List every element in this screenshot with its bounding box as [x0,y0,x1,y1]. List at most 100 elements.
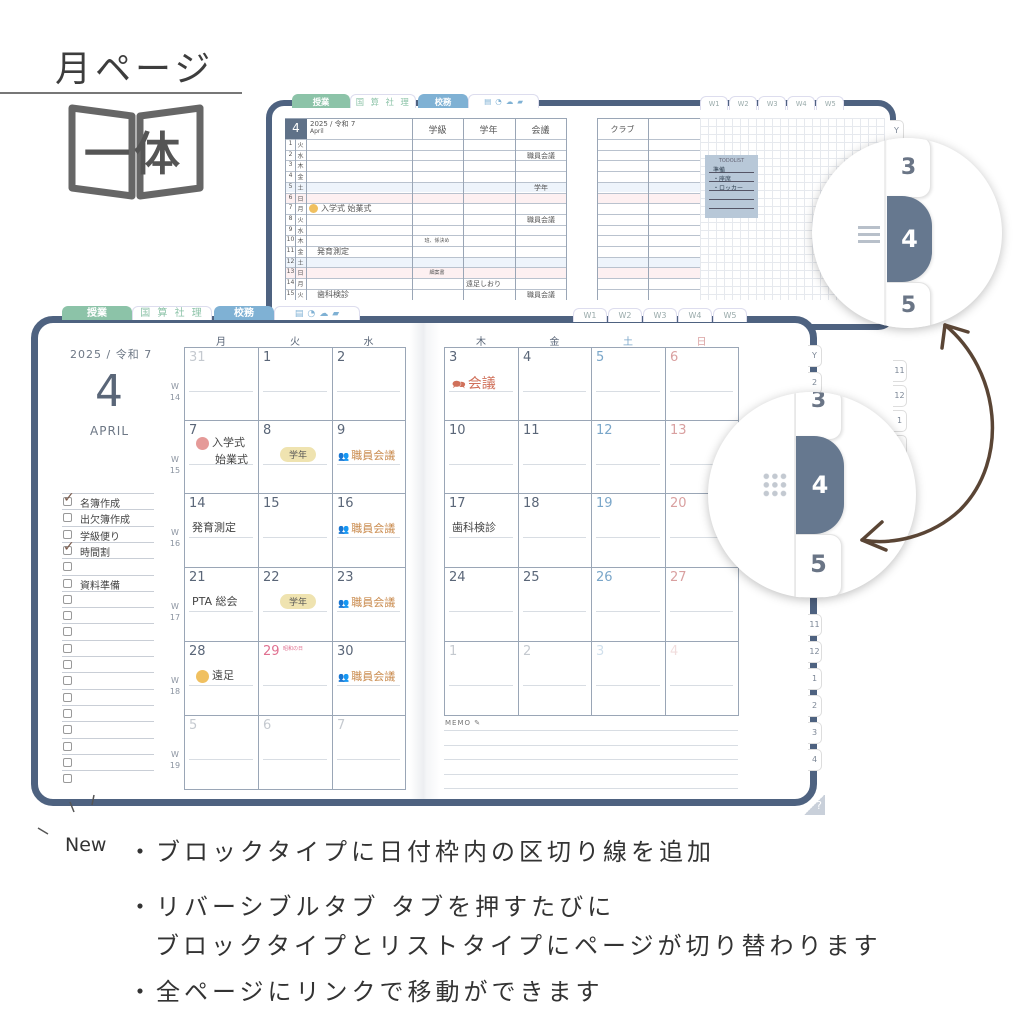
tab-office[interactable]: 校務 [418,94,468,108]
day-cell[interactable]: 3🗪会議 [444,347,518,420]
folder-icon[interactable]: ▰ [517,97,524,106]
checkbox[interactable] [63,529,72,539]
clock-icon[interactable]: ◔ [307,309,316,319]
folder-icon[interactable]: ▰ [332,309,340,319]
chat-icon[interactable]: ☁ [319,309,329,319]
tab-office[interactable]: 校務 [214,306,274,320]
day-cell[interactable]: 10 [444,420,518,493]
side-tab[interactable]: 1 [808,668,822,690]
week-tab-w5[interactable]: W5 [713,308,747,322]
week-tab-w2[interactable]: W2 [608,308,642,322]
side-tab[interactable]: 3 [808,722,822,744]
checkbox[interactable] [63,741,72,751]
day-cell[interactable]: 31 [184,347,258,420]
day-cell[interactable]: 1 [258,347,332,420]
day-cell[interactable]: 1 [444,641,518,715]
day-cell[interactable]: 7 [332,715,405,789]
month-tab-5[interactable]: 5 [887,282,931,328]
week-tab-w4[interactable]: W4 [678,308,712,322]
back-side-tab[interactable]: 11 [893,360,907,382]
chat-icon[interactable]: ☁ [505,97,514,106]
month-tab-3[interactable]: 3 [887,138,931,198]
tab-lesson[interactable]: 授業 [292,94,351,108]
day-cell[interactable]: 5 [591,347,665,420]
day-cell[interactable]: 27 [665,567,738,641]
month-tab-4-active[interactable]: 4 [887,196,932,282]
week-tab-w4[interactable]: W4 [787,96,816,110]
checkbox[interactable] [63,708,72,718]
week-tab-w1[interactable]: W1 [573,308,607,322]
day-cell[interactable]: 13 [665,420,738,493]
checkbox[interactable] [63,545,72,555]
week-tab-w5[interactable]: W5 [816,96,845,110]
day-cell[interactable]: 30👥職員会議 [332,641,405,715]
week-tab-w2[interactable]: W2 [729,96,758,110]
checkbox[interactable] [63,676,72,686]
day-cell[interactable]: 3 [591,641,665,715]
month-tab-3[interactable]: 3 [796,392,842,440]
day-cell[interactable]: 18 [518,493,591,567]
checkbox[interactable] [63,643,72,653]
day-cell[interactable]: 2 [332,347,405,420]
day-cell[interactable]: 25 [518,567,591,641]
day-cell[interactable]: 5 [184,715,258,789]
month-tab-5[interactable]: 5 [796,534,842,598]
checkbox[interactable] [63,757,72,767]
day-cell[interactable]: 9👥職員会議 [332,420,405,493]
back-side-tab[interactable]: 1 [893,410,907,432]
tab-lesson[interactable]: 授業 [62,306,132,320]
checkbox[interactable] [63,611,72,621]
checkbox[interactable] [63,562,72,572]
side-tab[interactable]: Y [808,345,822,367]
day-cell[interactable]: 6 [258,715,332,789]
day-cell[interactable]: 11 [518,420,591,493]
week-tab-w3[interactable]: W3 [643,308,677,322]
side-tab[interactable]: 4 [808,749,822,771]
checkbox[interactable] [63,513,72,523]
tab-subjects[interactable]: 国 算 社 理 [132,306,212,320]
day-cell[interactable]: 24 [444,567,518,641]
side-tab[interactable]: 12 [808,641,822,663]
day-cell[interactable]: 23👥職員会議 [332,567,405,641]
day-cell[interactable]: 6 [665,347,738,420]
clock-icon[interactable]: ◔ [495,97,502,106]
week-tab-w3[interactable]: W3 [758,96,787,110]
tab-subjects[interactable]: 国 算 社 理 [350,94,417,108]
day-cell[interactable]: 19 [591,493,665,567]
day-cell[interactable]: 12 [591,420,665,493]
checkbox[interactable] [63,627,72,637]
day-cell[interactable]: 2 [518,641,591,715]
day-cell[interactable]: 15 [258,493,332,567]
day-cell[interactable]: 20 [665,493,738,567]
day-cell[interactable]: 4 [665,641,738,715]
note-icon[interactable]: ▤ [294,309,304,319]
help-button[interactable]: ? [803,795,825,815]
week-tab-w1[interactable]: W1 [700,96,729,110]
checkbox[interactable] [63,497,72,506]
day-cell[interactable]: 16👥職員会議 [332,493,405,567]
note-icon[interactable]: ▤ [484,97,492,106]
checkbox[interactable] [63,725,72,735]
day-cell[interactable]: 4 [518,347,591,420]
checkbox[interactable] [63,774,72,784]
day-cell[interactable]: 26 [591,567,665,641]
side-tab[interactable]: 11 [808,614,822,636]
checkbox[interactable] [63,692,72,702]
checkbox[interactable] [63,660,72,669]
side-tab[interactable]: 2 [808,372,822,394]
back-side-tab[interactable]: 12 [893,385,907,407]
